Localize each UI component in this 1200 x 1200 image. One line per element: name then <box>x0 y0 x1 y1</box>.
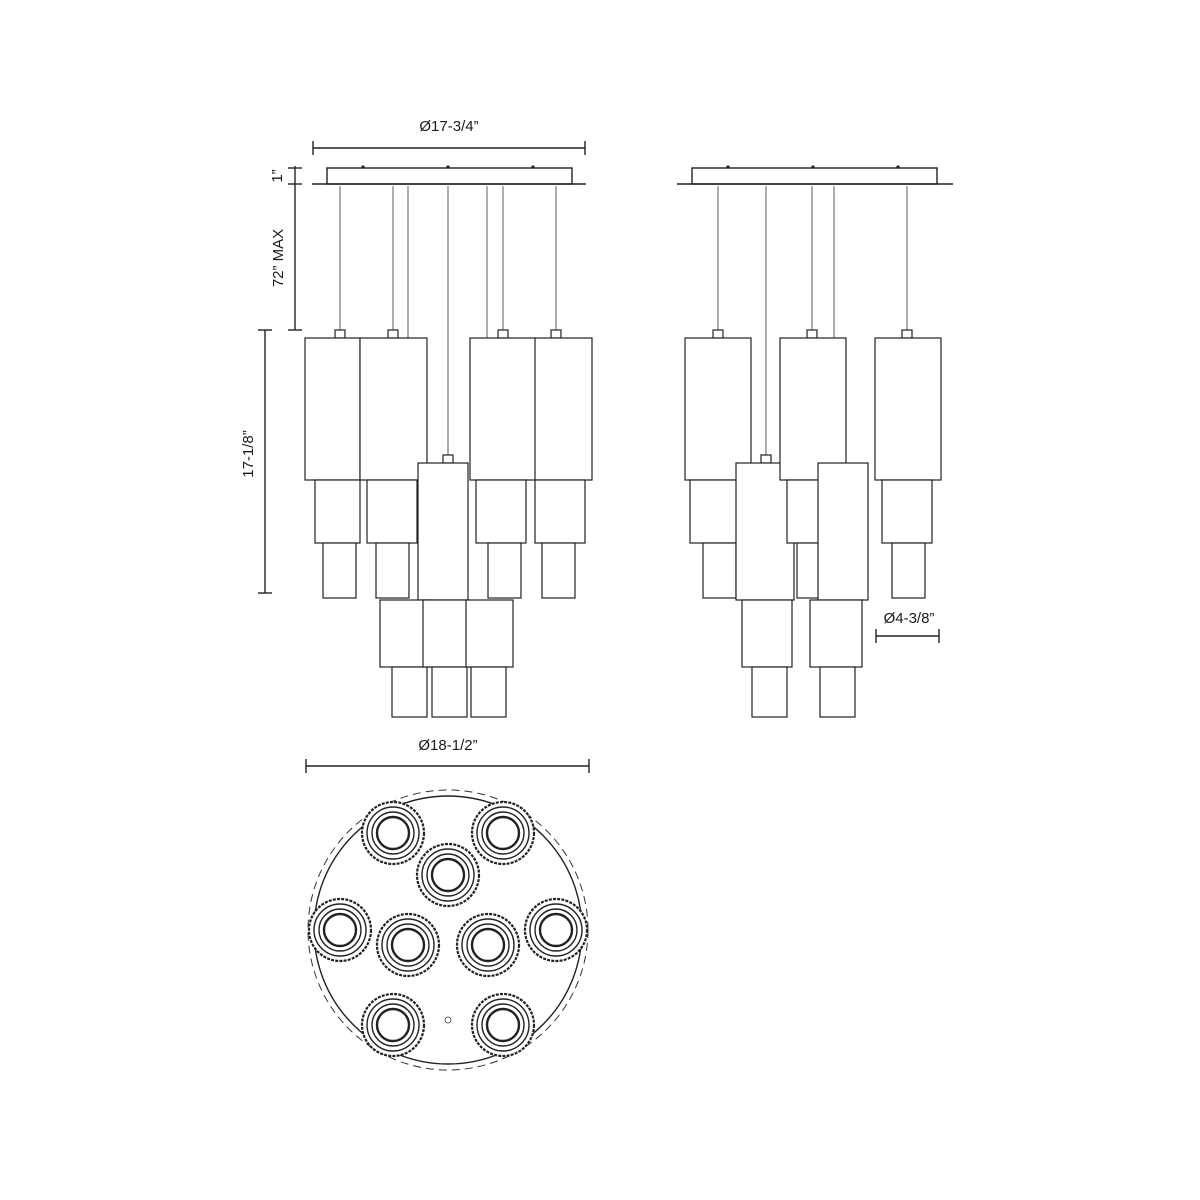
bottom-pendant-5 <box>375 912 441 978</box>
shade-diameter-dimension: Ø4-3/8” <box>875 610 940 643</box>
bottom-pendant-3 <box>415 842 481 908</box>
side-canopy <box>677 165 953 185</box>
canopy-height-label: 1” <box>269 169 286 182</box>
front-pendant-6 <box>379 599 431 718</box>
canopy-width-dimension: Ø17-3/4” <box>312 118 586 155</box>
cord-length-label: 72” MAX <box>270 229 287 287</box>
side-pendant-2 <box>735 454 795 718</box>
front-pendant-3 <box>469 329 537 599</box>
bottom-pendant-group <box>307 800 589 1058</box>
bottom-pendant-9 <box>470 992 536 1058</box>
side-pendant-4 <box>809 462 869 718</box>
bottom-pendant-4 <box>307 897 373 963</box>
overall-diameter-label: Ø18-1/2” <box>418 737 477 754</box>
front-pendant-5 <box>417 454 469 601</box>
overall-diameter-dimension: Ø18-1/2” <box>305 737 590 773</box>
bottom-pendant-8 <box>360 992 426 1058</box>
side-view: Ø4-3/8” <box>677 165 953 718</box>
front-cords <box>339 186 557 455</box>
shade-diameter-label: Ø4-3/8” <box>884 610 935 627</box>
fixture-height-label: 17-1/8” <box>240 430 257 478</box>
front-pendant-7 <box>422 599 471 718</box>
front-view: Ø17-3/4” 1” 72” MAX 17-1/8” <box>240 118 593 718</box>
side-pendant-5 <box>874 329 942 599</box>
bottom-pendant-2 <box>470 800 536 866</box>
front-canopy <box>312 165 586 185</box>
front-pendant-2 <box>359 329 428 599</box>
bottom-pendant-1 <box>360 800 426 866</box>
front-pendant-1 <box>304 329 361 599</box>
canopy-width-label: Ø17-3/4” <box>419 118 478 135</box>
front-pendant-4 <box>534 329 593 599</box>
bottom-view: Ø18-1/2” <box>305 737 590 1071</box>
bottom-pendant-6 <box>455 912 521 978</box>
bottom-pendant-7 <box>523 897 589 963</box>
front-pendant-8 <box>465 599 514 718</box>
side-cords <box>717 186 908 455</box>
side-pendant-1 <box>684 329 752 599</box>
left-vertical-dimensions: 1” 72” MAX 17-1/8” <box>240 166 302 594</box>
